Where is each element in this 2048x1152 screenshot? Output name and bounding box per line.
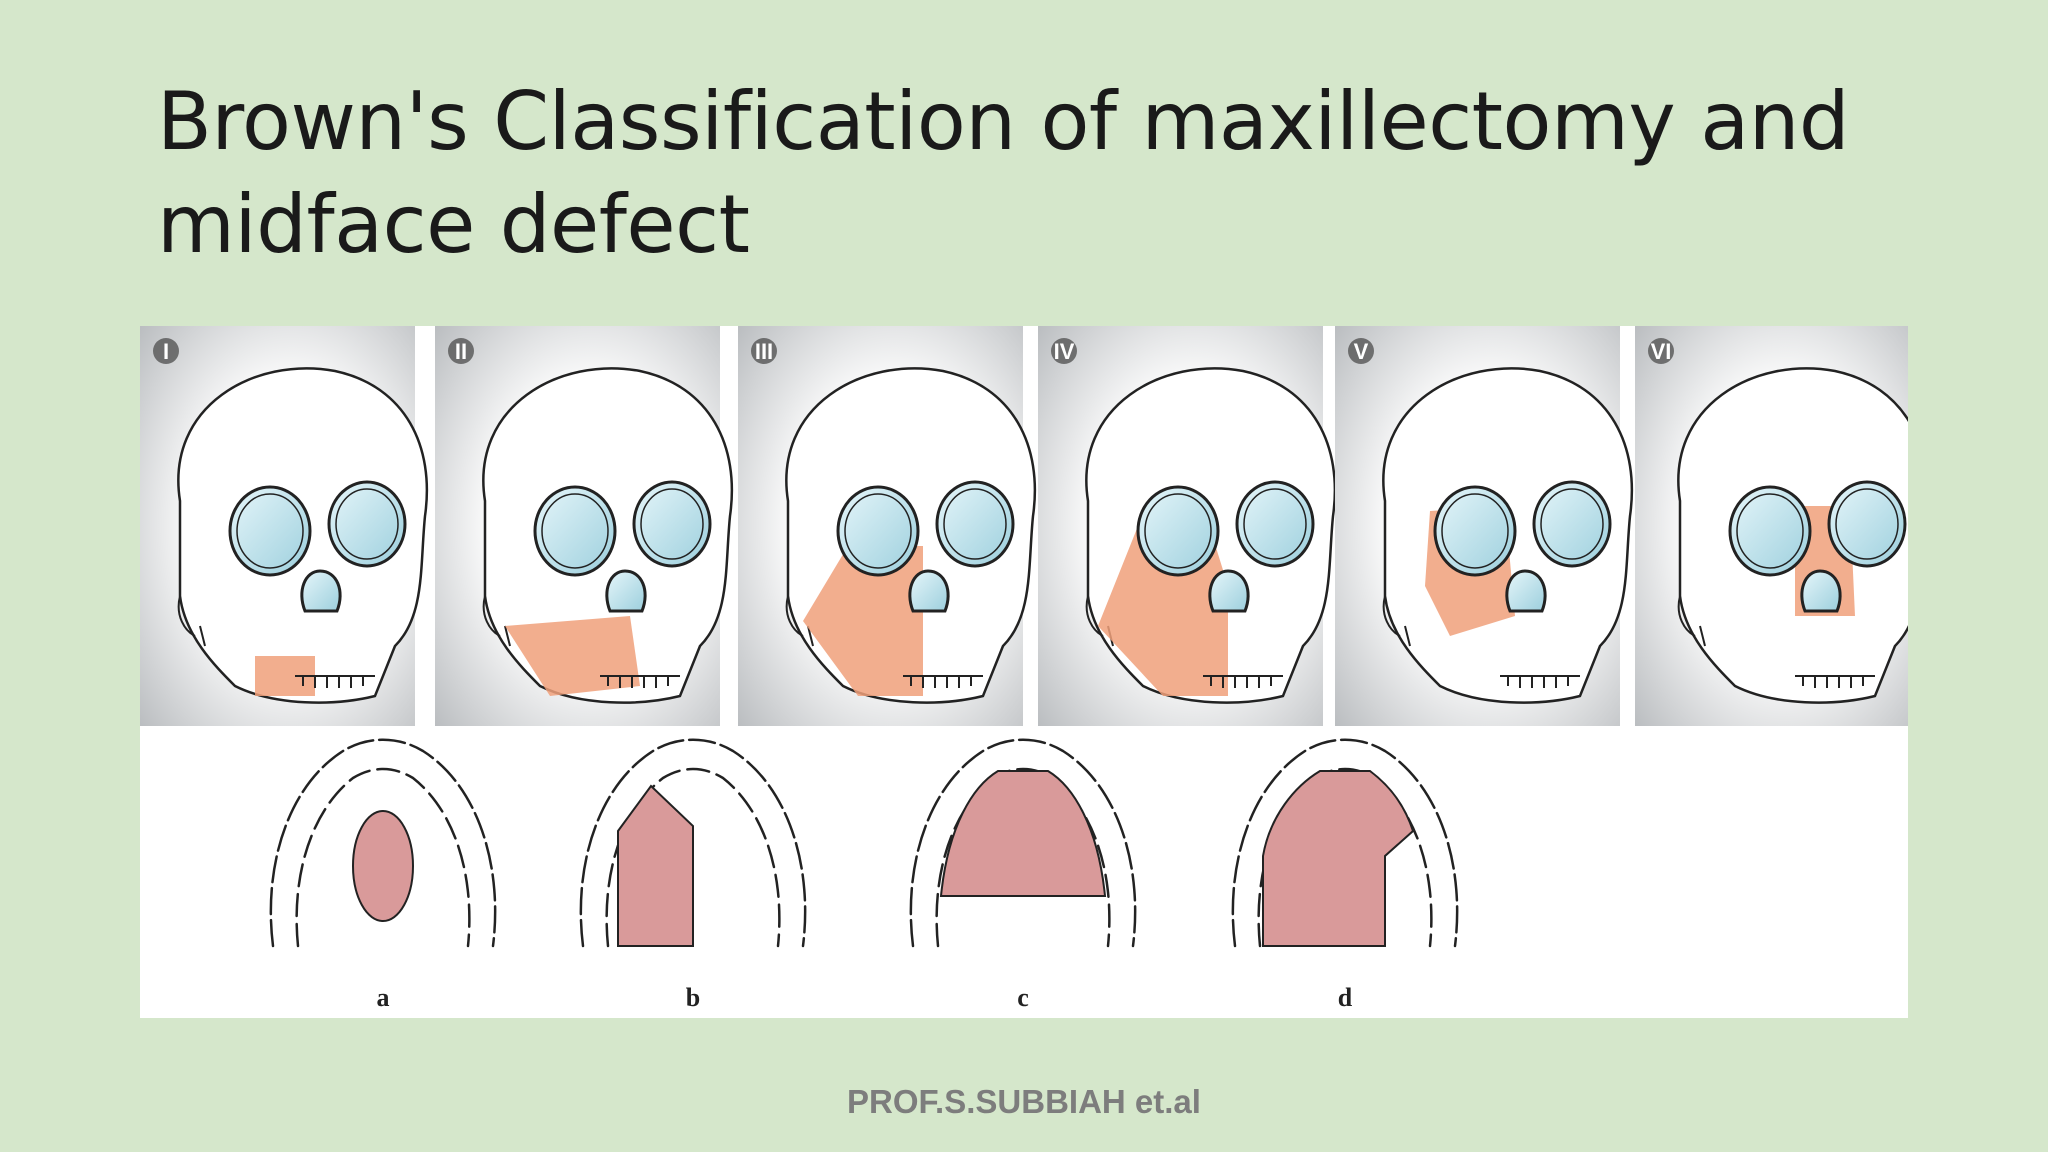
defect-area — [939, 770, 1107, 897]
class-label-IV: IV — [1054, 339, 1075, 364]
palate-class-c — [909, 738, 1137, 948]
classification-diagram: I II III — [140, 326, 1908, 1012]
palate-label-b: b — [686, 983, 700, 1012]
slide-title: Brown's Classification of maxillectomy a… — [157, 75, 1850, 271]
panel-class-VI: VI — [1635, 326, 1908, 726]
classification-figure: I II III — [140, 326, 1908, 1018]
panel-class-II: II — [435, 326, 734, 726]
defect-area — [255, 656, 315, 696]
horizontal-class-diagrams: a b c d — [269, 738, 1459, 1012]
class-label-II: II — [455, 339, 467, 364]
palate-class-b — [579, 738, 807, 948]
footer-credit: PROF.S.SUBBIAH et.al — [847, 1083, 1201, 1120]
class-label-I: I — [163, 339, 169, 364]
panel-class-III: III — [738, 326, 1037, 726]
palate-label-c: c — [1017, 983, 1029, 1012]
palate-class-d — [1231, 738, 1459, 948]
palate-class-a — [269, 738, 497, 948]
palate-label-d: d — [1338, 983, 1353, 1012]
class-label-VI: VI — [1651, 339, 1672, 364]
class-label-III: III — [755, 339, 773, 364]
class-label-V: V — [1354, 339, 1369, 364]
defect-area — [1262, 770, 1415, 947]
vertical-class-panels: I II III — [140, 326, 1908, 726]
defect-area — [803, 546, 923, 696]
panel-class-V: V — [1335, 326, 1634, 726]
panel-class-IV: IV — [1038, 326, 1337, 726]
panel-class-I: I — [140, 326, 429, 726]
palate-label-a: a — [377, 983, 390, 1012]
defect-area — [617, 784, 694, 947]
defect-area — [352, 810, 414, 922]
